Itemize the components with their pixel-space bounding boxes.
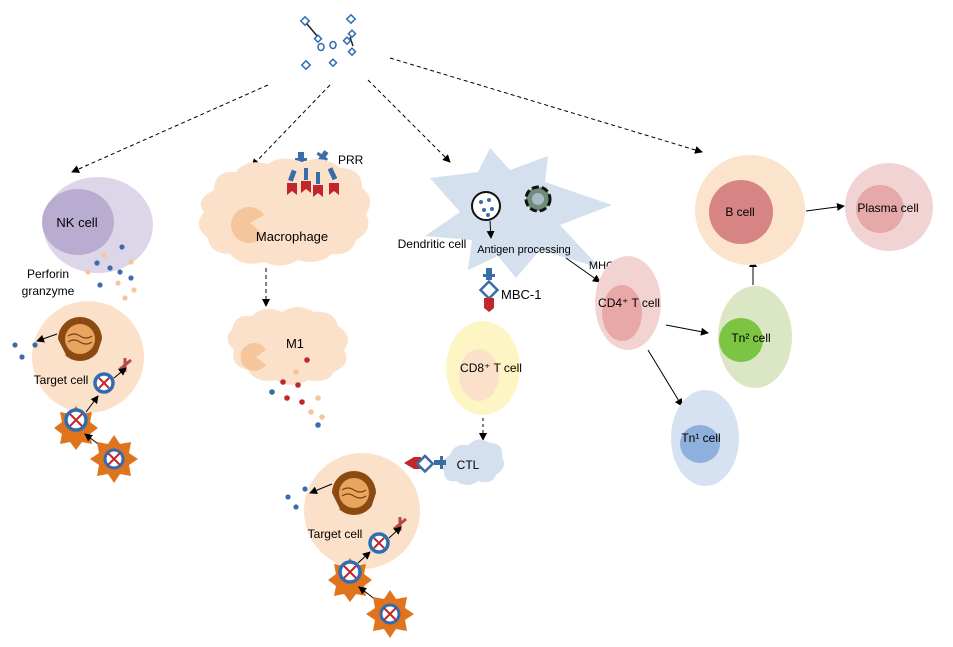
cd8-t-cell: CD8⁺ T cell — [446, 321, 522, 415]
receptor-icon — [287, 167, 339, 197]
granule-icon — [12, 342, 38, 360]
nk-cell: NK cell — [42, 177, 153, 273]
receptor-icon — [478, 268, 500, 312]
dendritic-cell-label: Dendritic cell — [398, 237, 467, 251]
th2-cell: Tn² cell — [718, 286, 792, 388]
m1-label: M1 — [286, 336, 304, 351]
virus-particles-icon — [299, 13, 357, 71]
nk-cell-label: NK cell — [56, 215, 97, 230]
m1-macrophage: M1 — [227, 307, 348, 385]
dendritic-cell: Antigen processing — [425, 148, 612, 278]
granule-icon — [269, 357, 325, 428]
virus-infected-cell-icon — [93, 372, 115, 394]
cd4-t-cell: CD4⁺ T cell — [595, 256, 661, 350]
th2-cell-label: Tn² cell — [731, 331, 770, 345]
plasma-cell: Plasma cell — [845, 163, 933, 251]
macrophage: Macrophage — [198, 158, 371, 266]
th1-cell-label: Tn¹ cell — [681, 431, 720, 445]
virus-infected-cell-icon — [90, 435, 138, 483]
plasma-cell-label: Plasma cell — [857, 201, 918, 215]
antigen-processing-label: Antigen processing — [477, 244, 571, 256]
b-cell-label: B cell — [725, 205, 754, 219]
nucleus-icon — [322, 471, 386, 515]
target-cell-bottom-label: Target cell — [308, 527, 363, 541]
b-cell: B cell — [695, 155, 805, 265]
target-cell-left-label: Target cell — [34, 373, 89, 387]
th1-cell: Tn¹ cell — [671, 390, 739, 486]
granule-icon — [285, 486, 308, 510]
target-cell-left: Target cell — [32, 301, 144, 413]
virus-infected-cell-icon — [368, 532, 390, 554]
macrophage-label: Macrophage — [256, 229, 328, 244]
granzyme-label: granzyme — [22, 284, 75, 298]
lysosome-icon — [524, 185, 552, 213]
ctl-cell: CTL — [441, 439, 504, 485]
cd8-t-cell-label: CD8⁺ T cell — [460, 361, 522, 375]
endosome-icon — [471, 191, 501, 221]
virus-infected-cell-icon — [54, 406, 98, 450]
prr-label: PRR — [338, 153, 364, 167]
cd4-t-cell-label: CD4⁺ T cell — [598, 296, 660, 310]
virus-infected-cell-icon — [366, 590, 414, 638]
granule-icon — [85, 244, 137, 301]
target-cell-bottom: Target cell — [304, 453, 420, 569]
virus-spread-arrows — [71, 57, 703, 173]
receptor-icon — [404, 454, 446, 474]
ctl-label: CTL — [457, 458, 480, 472]
perforin-label: Perforin — [27, 267, 69, 281]
virus-infected-cell-icon — [328, 558, 372, 602]
nucleus-icon — [48, 317, 112, 361]
mbc1-label: MBC-1 — [501, 287, 541, 302]
